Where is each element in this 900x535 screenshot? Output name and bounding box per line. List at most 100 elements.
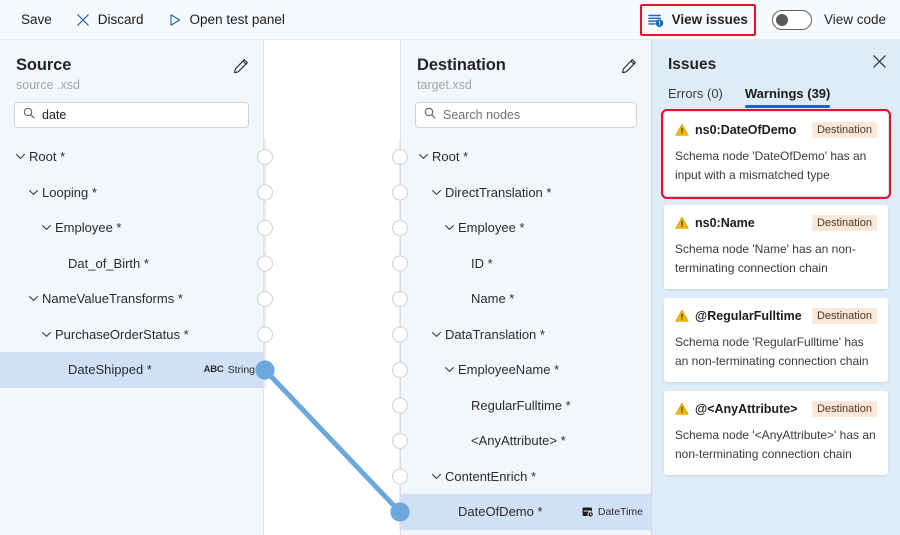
- open-test-panel-button[interactable]: Open test panel: [158, 5, 294, 35]
- chevron-down-icon[interactable]: [14, 151, 27, 162]
- chevron-down-icon[interactable]: [40, 329, 53, 340]
- issue-origin-badge: Destination: [811, 215, 877, 231]
- mapping-canvas[interactable]: [264, 40, 400, 535]
- chevron-down-icon[interactable]: [417, 151, 430, 162]
- chevron-down-icon[interactable]: [430, 187, 443, 198]
- search-icon: [23, 106, 35, 124]
- tree-node-source[interactable]: Dat_of_Birth *: [0, 246, 263, 282]
- list-alert-icon: [647, 12, 664, 28]
- issue-description: Schema node 'DateOfDemo' has an input wi…: [675, 149, 867, 182]
- tree-node-label: ContentEnrich *: [445, 468, 537, 484]
- tree-node-source[interactable]: Looping *: [0, 175, 263, 211]
- tree-node-label: ID *: [471, 255, 493, 271]
- tree-node-destination[interactable]: ContentEnrich *: [401, 459, 651, 495]
- tree-node-label: DataTranslation *: [445, 326, 545, 342]
- view-issues-button[interactable]: View issues: [639, 3, 756, 36]
- destination-search-placeholder: Search nodes: [443, 108, 521, 122]
- tree-node-destination[interactable]: DateOfDemo * DateTime: [401, 494, 651, 530]
- source-search-value: date: [42, 108, 67, 122]
- issue-name: ns0:DateOfDemo: [695, 123, 797, 137]
- view-issues-label: View issues: [671, 12, 748, 27]
- destination-search-input[interactable]: Search nodes: [415, 102, 637, 128]
- tree-node-label: EmployeeName *: [458, 362, 560, 378]
- tree-node-label: Name *: [471, 291, 515, 307]
- warning-triangle-icon: [675, 216, 689, 235]
- tab-warnings[interactable]: Warnings (39): [744, 86, 831, 108]
- issues-title: Issues: [668, 56, 717, 73]
- tree-node-label: Employee *: [458, 220, 525, 236]
- datetime-icon: [582, 506, 594, 518]
- tree-node-destination[interactable]: DirectTranslation *: [401, 175, 651, 211]
- close-x-icon: [75, 12, 91, 28]
- tree-node-label: PurchaseOrderStatus *: [55, 326, 189, 342]
- save-button[interactable]: Save: [12, 5, 61, 35]
- node-type-badge: DateTime: [582, 506, 643, 518]
- tree-node-destination[interactable]: DataTranslation *: [401, 317, 651, 353]
- node-type-label: DateTime: [597, 505, 643, 518]
- issue-card-header: ns0:Name Destination: [675, 215, 877, 235]
- chevron-down-icon[interactable]: [40, 222, 53, 233]
- discard-button[interactable]: Discard: [66, 5, 153, 35]
- pencil-icon[interactable]: [621, 58, 637, 79]
- tree-node-source[interactable]: Root *: [0, 139, 263, 175]
- open-test-panel-label: Open test panel: [189, 12, 285, 27]
- discard-label: Discard: [97, 12, 144, 27]
- issues-tabs[interactable]: Errors (0) Warnings (39): [652, 74, 900, 108]
- destination-tree[interactable]: Root * DirectTranslation * Employee * ID * N…: [401, 139, 651, 530]
- tree-node-destination[interactable]: RegularFulltime *: [401, 388, 651, 424]
- command-bar: Save Discard Open test panel: [0, 0, 900, 40]
- tree-node-destination[interactable]: Root *: [401, 139, 651, 175]
- destination-panel: Destination target.xsd Search nodes Root…: [400, 40, 651, 535]
- close-icon[interactable]: [872, 54, 887, 74]
- warning-triangle-icon: [675, 123, 689, 142]
- tree-node-source[interactable]: Employee *: [0, 210, 263, 246]
- tree-node-label: Dat_of_Birth *: [68, 255, 149, 271]
- tree-node-label: Root *: [432, 149, 469, 165]
- toggle-knob: [775, 13, 788, 26]
- source-tree[interactable]: Root *Looping * Employee * Dat_of_Birth * N…: [0, 139, 263, 388]
- chevron-down-icon[interactable]: [443, 222, 456, 233]
- save-label: Save: [21, 12, 52, 27]
- tree-node-label: DateOfDemo *: [458, 504, 543, 520]
- source-panel-header: Source source .xsd: [0, 40, 263, 92]
- source-search-input[interactable]: date: [14, 102, 249, 128]
- issues-pane: Issues Errors (0) Warnings (39) ns0:DateO…: [651, 40, 900, 535]
- destination-subtitle: target.xsd: [417, 78, 472, 92]
- tree-node-label: NameValueTransforms *: [42, 291, 183, 307]
- issue-name: ns0:Name: [695, 216, 755, 230]
- tree-node-destination[interactable]: Name *: [401, 281, 651, 317]
- tree-node-label: <AnyAttribute> *: [471, 433, 566, 449]
- chevron-down-icon[interactable]: [27, 293, 40, 304]
- search-icon: [424, 106, 436, 124]
- tree-node-label: RegularFulltime *: [471, 397, 571, 413]
- chevron-down-icon[interactable]: [443, 364, 456, 375]
- source-panel: Source source .xsd date Root *Looping * E…: [0, 40, 264, 535]
- issue-description: Schema node '<AnyAttribute>' has an non-…: [675, 428, 876, 461]
- chevron-down-icon[interactable]: [430, 471, 443, 482]
- tree-node-label: Employee *: [55, 220, 122, 236]
- tab-errors[interactable]: Errors (0): [668, 86, 723, 101]
- view-code-toggle[interactable]: [771, 9, 812, 30]
- issue-description: Schema node 'Name' has an non-terminatin…: [675, 242, 856, 275]
- tree-node-destination[interactable]: EmployeeName *: [401, 352, 651, 388]
- tree-node-source[interactable]: NameValueTransforms *: [0, 281, 263, 317]
- pencil-icon[interactable]: [233, 58, 249, 79]
- tree-node-source[interactable]: PurchaseOrderStatus *: [0, 317, 263, 353]
- tree-node-destination[interactable]: <AnyAttribute> *: [401, 423, 651, 459]
- tree-node-destination[interactable]: ID *: [401, 246, 651, 282]
- destination-panel-header: Destination target.xsd: [401, 40, 651, 92]
- chevron-down-icon[interactable]: [430, 329, 443, 340]
- tree-node-destination[interactable]: Employee *: [401, 210, 651, 246]
- source-title: Source: [16, 56, 72, 74]
- chevron-down-icon[interactable]: [27, 187, 40, 198]
- warning-triangle-icon: [675, 402, 689, 421]
